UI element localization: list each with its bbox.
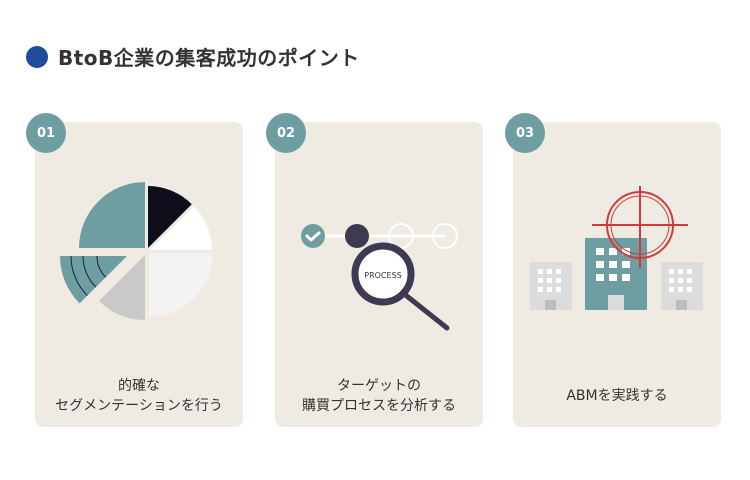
card-2-title-line1: ターゲットの	[337, 378, 421, 394]
magnifier-label: PROCESS	[364, 271, 401, 280]
right-building-icon	[661, 262, 703, 310]
target-building-icon	[585, 238, 647, 310]
point-card-1: 的確な セグメンテーションを行う	[35, 122, 243, 427]
process-magnifier-icon: PROCESS	[301, 223, 458, 331]
section-title: BtoB企業の集客成功のポイント	[26, 42, 360, 71]
point-card-3: ABMを実践する	[513, 122, 721, 427]
card-3-title: ABMを実践する	[566, 388, 668, 404]
left-building-icon	[530, 262, 572, 310]
card-1-title-line2: セグメンテーションを行う	[55, 398, 223, 414]
point-card-2: PROCESS ターゲットの 購買プロセスを分析する	[275, 122, 483, 427]
pie-chart-icon	[59, 182, 213, 321]
card-2-title-line2: 購買プロセスを分析する	[302, 398, 456, 414]
check-step-icon	[301, 224, 325, 248]
card-1-title-line1: 的確な	[118, 378, 160, 394]
card-3-number-badge: 03	[505, 113, 545, 153]
title-bullet-icon	[26, 45, 48, 68]
card-1-number-badge: 01	[26, 113, 66, 153]
card-2-number-badge: 02	[266, 113, 306, 153]
target-buildings-icon	[530, 186, 703, 310]
crosshair-icon	[592, 186, 688, 268]
page-title: BtoB企業の集客成功のポイント	[58, 46, 360, 70]
